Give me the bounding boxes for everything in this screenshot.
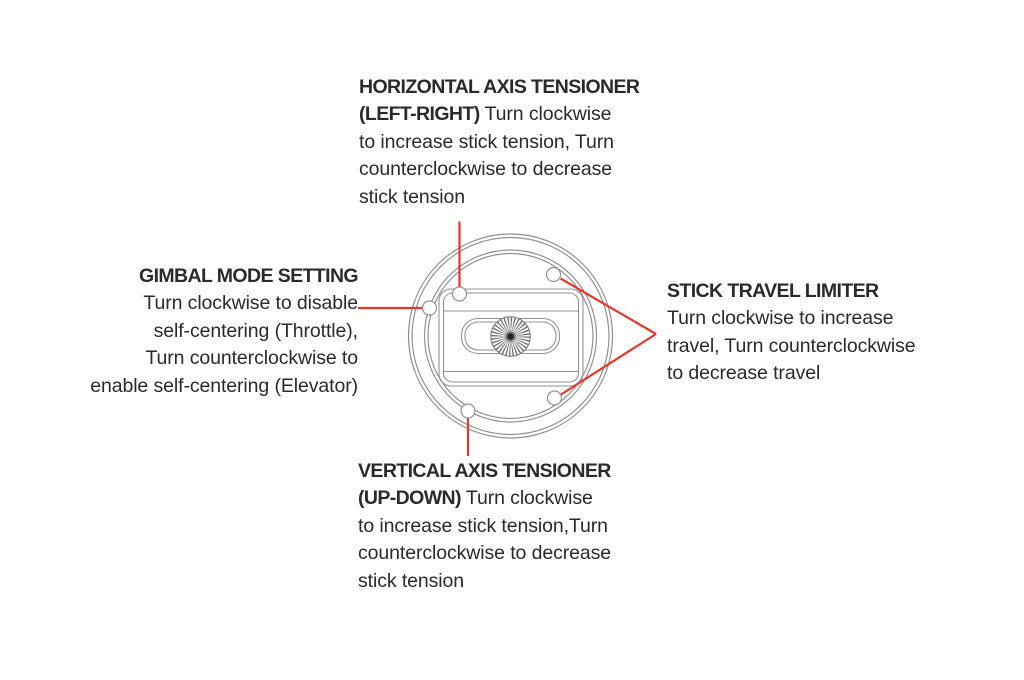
annotation-line: counterclockwise to decrease [358, 540, 611, 567]
gimbal-housing-rings [407, 233, 614, 439]
annotation-line: travel, Turn counterclockwise [667, 333, 916, 360]
annotation-text: to increase stick tension, Turn [359, 130, 614, 153]
annotation-text: Turn clockwise [460, 487, 593, 510]
annotation-text: counterclockwise to decrease [358, 542, 611, 565]
plate-outer-outline [438, 288, 584, 387]
outer-ring [407, 233, 614, 439]
annotation-text: Turn clockwise to disable [143, 292, 358, 315]
screw-travel-limiter-lower [546, 390, 563, 406]
disc-rim [490, 316, 531, 357]
annotation-line: self-centering (Throttle), [30, 318, 358, 345]
annotation-line: to decrease travel [667, 360, 916, 387]
inner-ring-inner-line [427, 252, 594, 420]
annotation-line: VERTICAL AXIS TENSIONER [358, 458, 611, 485]
annotation-line: to increase stick tension,Turn [358, 513, 611, 540]
knurled-spring-disc [490, 316, 531, 357]
annotation-line: Turn clockwise to disable [30, 290, 358, 317]
screw-travel-limiter-upper [545, 266, 562, 283]
annotation-line: to increase stick tension, Turn [359, 129, 639, 156]
plate-inner-outline [442, 292, 580, 383]
annotation-text: Turn counterclockwise to [145, 347, 358, 370]
annotation-vertical-axis-tensioner: VERTICAL AXIS TENSIONER (UP-DOWN) Turn c… [358, 458, 611, 595]
annotation-title: VERTICAL AXIS TENSIONER [358, 460, 611, 482]
callout-line-travel-limiter-lower [560, 333, 657, 396]
annotation-title: HORIZONTAL AXIS TENSIONER [359, 76, 640, 98]
inner-ring [423, 249, 598, 423]
annotation-gimbal-mode-setting: GIMBAL MODE SETTING Turn clockwise to di… [30, 263, 358, 400]
annotation-line: GIMBAL MODE SETTING [30, 263, 359, 290]
annotation-stick-travel-limiter: STICK TRAVEL LIMITER Turn clockwise to i… [667, 278, 916, 388]
disc-radial-teeth [491, 317, 530, 356]
annotation-text: travel, Turn counterclockwise [667, 334, 916, 357]
screw-gimbal-mode [421, 300, 438, 316]
annotation-text: Turn clockwise [479, 103, 612, 126]
callout-line-travel-limiter-upper [559, 277, 657, 335]
adjustment-screws [421, 266, 563, 419]
annotation-title: STICK TRAVEL LIMITER [667, 280, 879, 302]
annotation-text: Turn clockwise to increase [667, 307, 894, 330]
annotation-line: (LEFT-RIGHT) Turn clockwise [359, 101, 639, 128]
annotation-text: to decrease travel [667, 362, 821, 385]
annotation-horizontal-axis-tensioner: HORIZONTAL AXIS TENSIONER (LEFT-RIGHT) T… [359, 74, 640, 211]
annotation-line: stick tension [359, 184, 639, 211]
screw-horizontal-tensioner [451, 286, 468, 302]
annotation-text: enable self-centering (Elevator) [90, 374, 358, 397]
annotation-subtitle: (LEFT-RIGHT) [359, 103, 480, 126]
annotation-text: stick tension [358, 569, 464, 592]
outer-ring-inner-line [411, 236, 610, 436]
callout-lines [358, 221, 657, 456]
annotation-title: GIMBAL MODE SETTING [139, 265, 359, 287]
annotation-line: Turn clockwise to increase [667, 305, 916, 332]
screw-vertical-tensioner [460, 403, 476, 419]
annotation-text: stick tension [359, 185, 465, 208]
annotation-line: stick tension [358, 568, 611, 595]
annotation-line: STICK TRAVEL LIMITER [667, 278, 916, 305]
disc-center-dot [507, 333, 514, 340]
annotation-text: self-centering (Throttle), [153, 319, 358, 342]
annotation-text: to increase stick tension,Turn [358, 514, 608, 537]
annotation-line: Turn counterclockwise to [30, 345, 358, 372]
annotation-text: counterclockwise to decrease [359, 158, 612, 181]
annotation-line: enable self-centering (Elevator) [30, 373, 358, 400]
annotation-line: HORIZONTAL AXIS TENSIONER [359, 74, 640, 101]
annotation-subtitle: (UP-DOWN) [358, 487, 462, 510]
annotation-line: counterclockwise to decrease [359, 156, 639, 183]
annotation-line: (UP-DOWN) Turn clockwise [358, 485, 611, 512]
